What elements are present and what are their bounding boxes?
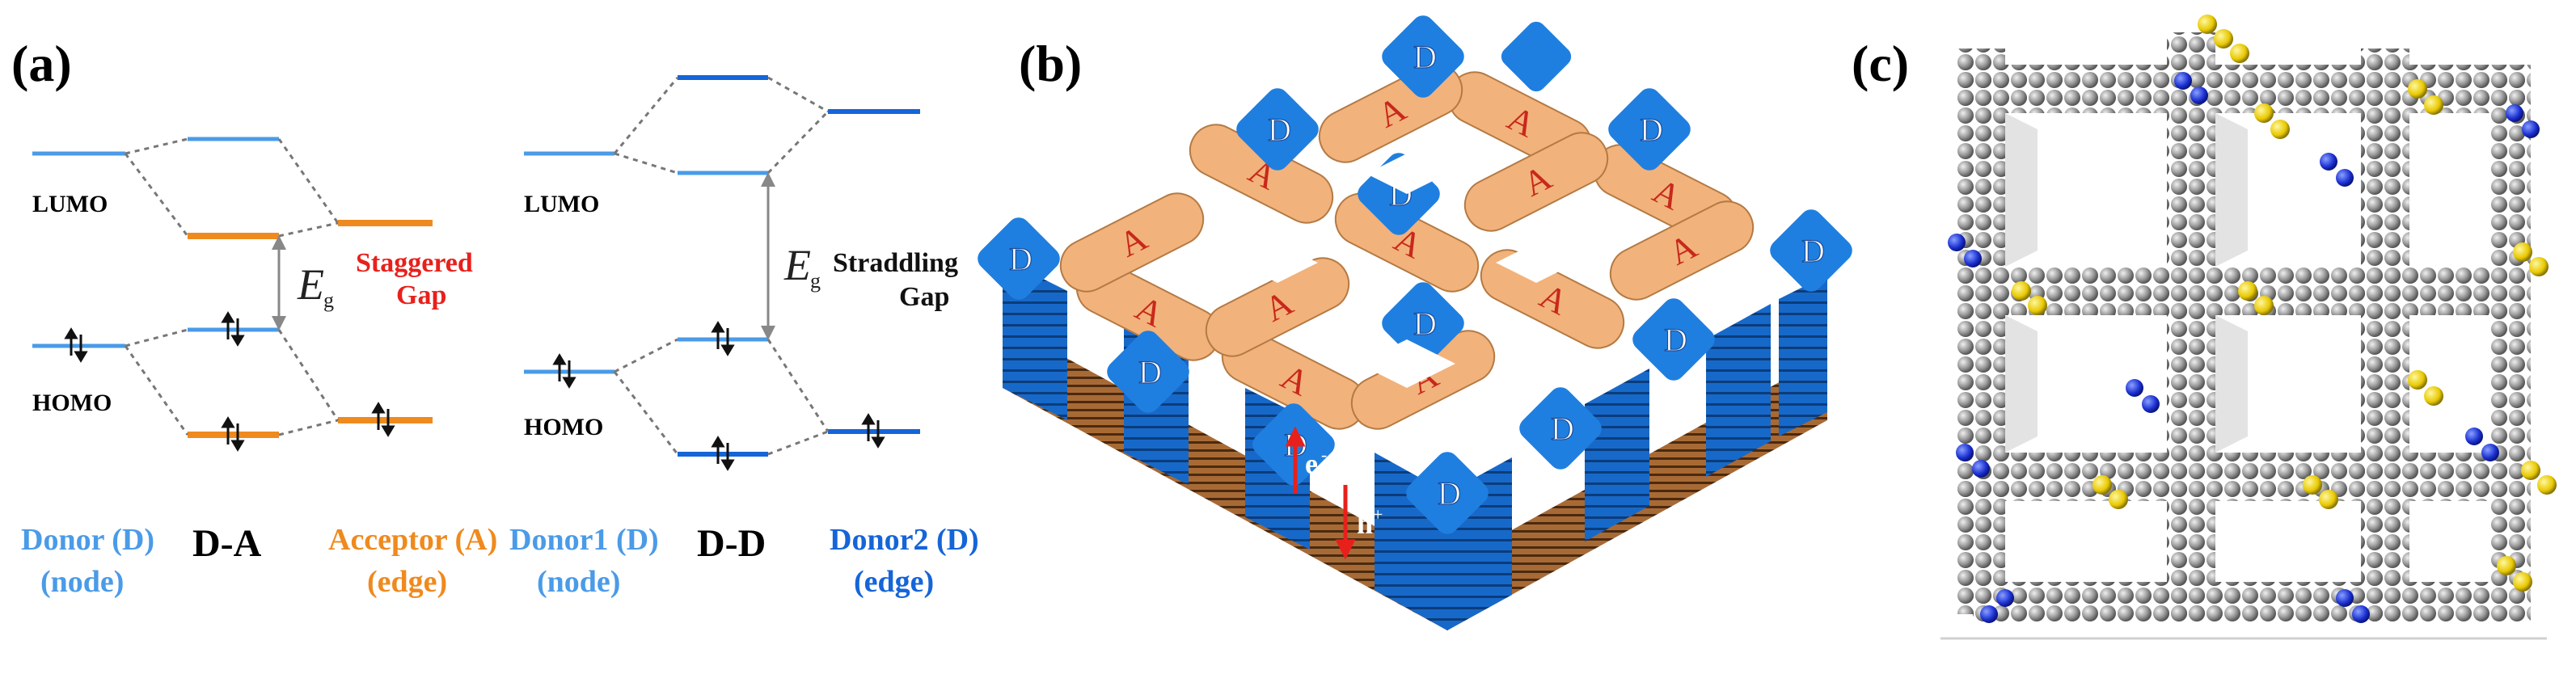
cof-framework-illustration: A A A A A A A A A A A A A D D D [978, 15, 1852, 630]
hole-label: h [1357, 508, 1373, 540]
eg-subscript-left: g [323, 289, 334, 312]
eg-symbol-left: E [297, 260, 324, 309]
panel-b: (b) A A A [978, 15, 1852, 630]
straddling-label: Straddling [833, 248, 958, 278]
electron-label: e [1305, 448, 1318, 480]
donor-sub-label: (node) [40, 565, 124, 599]
eg-symbol-right: E [783, 241, 811, 289]
da-label: D-A [192, 522, 262, 565]
lumo-label-left: LUMO [32, 191, 108, 217]
panel-label-c: (c) [1852, 35, 1909, 92]
orbital-mixing-lines-right [613, 76, 830, 456]
acceptor-edges: A A A A A A A A A A A A A [1059, 63, 1755, 430]
molecular-model [1940, 15, 2557, 640]
side-chain-atoms [1948, 15, 2557, 623]
dd-label: D-D [697, 522, 766, 565]
hole-charge: + [1373, 504, 1383, 524]
energy-diagram-staggered: E g Staggered Gap LUMO HOMO Donor (D) (n… [21, 137, 497, 599]
tile-d-11: D [1438, 475, 1461, 512]
tile-d-2: D [1268, 112, 1291, 148]
electron-pairs [64, 311, 395, 452]
tile-d-7: D [1413, 305, 1437, 342]
staggered-gap-label: Gap [396, 280, 446, 310]
panel-c: (c) [1852, 15, 2557, 640]
eg-subscript-right: g [810, 269, 821, 293]
panel-label-a: (a) [11, 35, 72, 92]
tile-d-5: D [1009, 241, 1033, 277]
tile-d-8: D [1801, 233, 1825, 269]
framework-pores [1237, 154, 1577, 388]
homo-label-left: HOMO [32, 390, 112, 416]
tile-d-6: D [1138, 354, 1162, 390]
energy-diagram-straddling: E g Straddling Gap LUMO HOMO Donor1 (D) … [509, 75, 979, 599]
orbital-mixing-lines [124, 137, 340, 436]
acceptor-label: Acceptor (A) [328, 523, 497, 557]
donor2-sub-label: (edge) [854, 565, 934, 599]
tile-d-1: D [1413, 39, 1437, 75]
straddling-gap-label: Gap [899, 282, 949, 312]
tile-d-4: D [1640, 112, 1663, 148]
molecular-pores [2021, 129, 2482, 436]
lumo-label-right: LUMO [524, 191, 599, 217]
donor1-sub-label: (node) [537, 565, 620, 599]
electron-charge: - [1321, 444, 1327, 465]
electron-pairs-right [552, 321, 885, 471]
tile-d-9: D [1664, 322, 1687, 358]
donor2-label: Donor2 (D) [830, 523, 979, 557]
panel-label-b: (b) [1019, 35, 1082, 92]
panel-a: (a) [11, 35, 979, 599]
donor1-label: Donor1 (D) [509, 523, 659, 557]
acceptor-sub-label: (edge) [367, 565, 447, 599]
donor-label: Donor (D) [21, 523, 154, 557]
staggered-label: Staggered [356, 248, 473, 278]
tile-d-12: D [1551, 411, 1574, 447]
channel-walls [2005, 113, 2248, 453]
homo-label-right: HOMO [524, 414, 603, 440]
